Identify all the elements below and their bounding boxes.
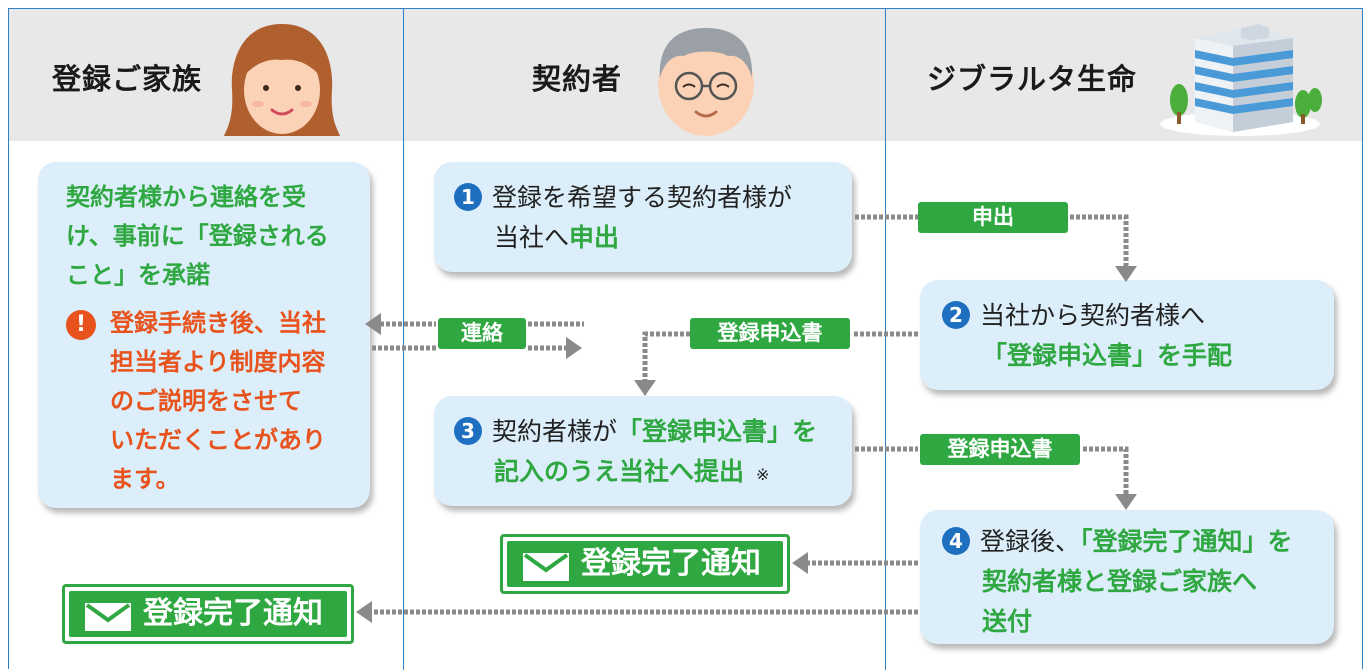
step-number-badge: 2	[942, 301, 970, 329]
warning-text-line: のご説明をさせて	[110, 387, 302, 415]
tag-contact: 連絡	[438, 318, 526, 349]
step-1-highlight: 申出	[569, 223, 620, 252]
warning-text-line: 登録手続き後、当社	[110, 309, 326, 337]
column-title-family: 登録ご家族	[52, 62, 203, 96]
step-2-box: 2 当社から契約者様へ 「登録申込書」を手配	[920, 280, 1334, 390]
family-text-line: 契約者様から連絡を受	[66, 183, 306, 211]
step-1-text: 当社へ	[494, 223, 570, 252]
tag-application-form: 登録申込書	[690, 318, 850, 349]
column-title-contractor: 契約者	[532, 62, 623, 96]
arrowhead-left	[792, 552, 808, 574]
arrowhead-left	[365, 313, 381, 335]
tag-application-form: 登録申込書	[920, 434, 1080, 465]
completion-notice-family: 登録完了通知	[62, 584, 354, 644]
column-divider	[403, 8, 404, 670]
woman-face-icon	[224, 24, 340, 136]
completion-notice-contractor: 登録完了通知	[500, 534, 790, 594]
connector-apply-right	[1070, 214, 1129, 268]
step-1-box: 1 登録を希望する契約者様が 当社へ申出	[434, 162, 852, 272]
diagram-frame	[8, 8, 1363, 669]
step-4-highlight: 「登録完了通知」を	[1080, 527, 1293, 556]
envelope-icon	[523, 553, 569, 581]
step-2-text: 当社から契約者様へ	[980, 301, 1206, 330]
step-number-badge: 1	[454, 183, 482, 211]
step-number-badge: 4	[942, 527, 970, 555]
step-4-text: 登録後、	[980, 527, 1081, 556]
tag-apply: 申出	[918, 202, 1068, 233]
notice-label: 登録完了通知	[581, 546, 761, 581]
arrowhead-right	[566, 337, 582, 359]
step-4-box: 4 登録後、「登録完了通知」を 契約者様と登録ご家族へ 送付	[920, 510, 1334, 644]
envelope-icon	[85, 603, 131, 631]
step-3-highlight: 記入のうえ当社へ提出	[494, 457, 745, 486]
step-1-text: 登録を希望する契約者様が	[492, 183, 793, 212]
family-text-line: け、事前に「登録される	[66, 222, 329, 250]
warning-text-line: ます。	[110, 465, 180, 493]
connector-form1-left	[642, 331, 690, 382]
warning-icon: !	[66, 310, 96, 340]
warning-text-line: 担当者より制度内容	[110, 348, 326, 376]
warning-text-line: いただくことがあり	[110, 426, 326, 454]
connector-form2-right	[1083, 446, 1129, 496]
family-consent-box: 契約者様から連絡を受 け、事前に「登録される こと」を承諾 ! 登録手続き後、当…	[38, 162, 370, 508]
office-building-icon	[1160, 24, 1322, 136]
step-3-box: 3 契約者様が「登録申込書」を 記入のうえ当社へ提出 ※	[434, 396, 852, 506]
column-divider	[885, 8, 886, 670]
step-3-text: 契約者様が	[492, 417, 618, 446]
arrowhead-down	[1115, 494, 1137, 510]
step-4-highlight: 送付	[982, 607, 1033, 636]
step-4-highlight: 契約者様と登録ご家族へ	[982, 567, 1258, 596]
step-3-highlight: 「登録申込書」を	[617, 417, 818, 446]
step-number-badge: 3	[454, 417, 482, 445]
arrowhead-left	[356, 601, 372, 623]
column-title-company: ジブラルタ生命	[927, 62, 1138, 96]
arrowhead-down	[1115, 266, 1137, 282]
elderly-man-face-icon	[658, 28, 754, 136]
notice-label: 登録完了通知	[143, 596, 323, 631]
step-3-note-mark: ※	[756, 465, 770, 484]
family-text-line: こと」を承諾	[66, 261, 210, 289]
arrowhead-down	[634, 380, 656, 396]
step-2-highlight: 「登録申込書」を手配	[982, 341, 1233, 370]
